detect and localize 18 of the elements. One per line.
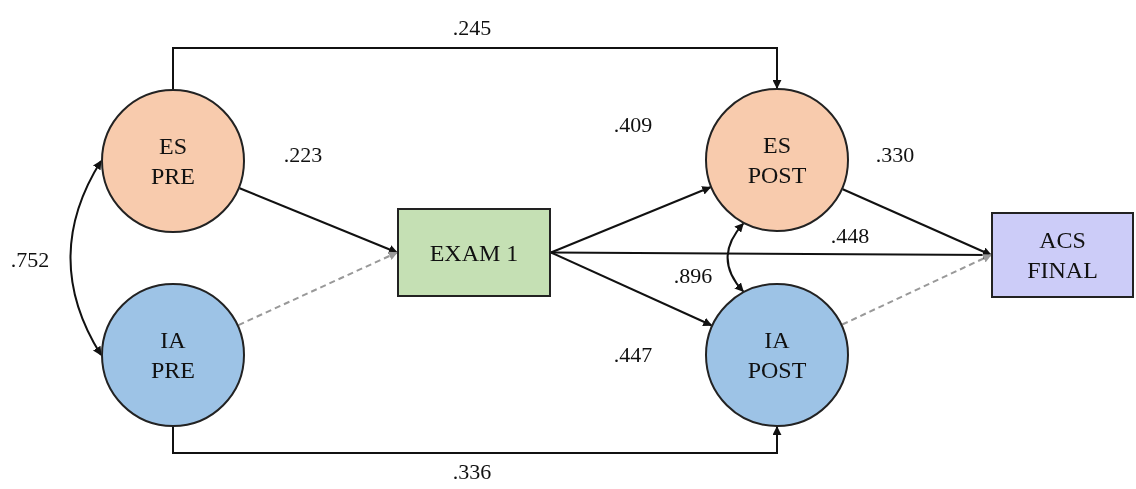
dashed-arrow xyxy=(841,254,992,326)
observed-variable-box xyxy=(991,212,1134,298)
variable-label: ACS FINAL xyxy=(1026,226,1099,285)
path-arrow xyxy=(550,186,712,254)
dashed-arrow xyxy=(237,251,398,327)
variable-label: IA POST xyxy=(746,326,808,385)
variable-label: IA PRE xyxy=(150,326,196,385)
path-arrow xyxy=(69,160,102,356)
path-arrow xyxy=(841,188,992,256)
path-arrow xyxy=(726,222,745,293)
path-arrow xyxy=(550,251,713,327)
variable-label: EXAM 1 xyxy=(429,238,519,268)
path-arrow xyxy=(172,47,782,90)
path-arrow xyxy=(238,187,398,254)
variable-label: ES PRE xyxy=(150,132,196,191)
variable-label: ES POST xyxy=(746,131,808,190)
observed-variable-box xyxy=(397,208,551,297)
path-arrow xyxy=(172,426,782,454)
